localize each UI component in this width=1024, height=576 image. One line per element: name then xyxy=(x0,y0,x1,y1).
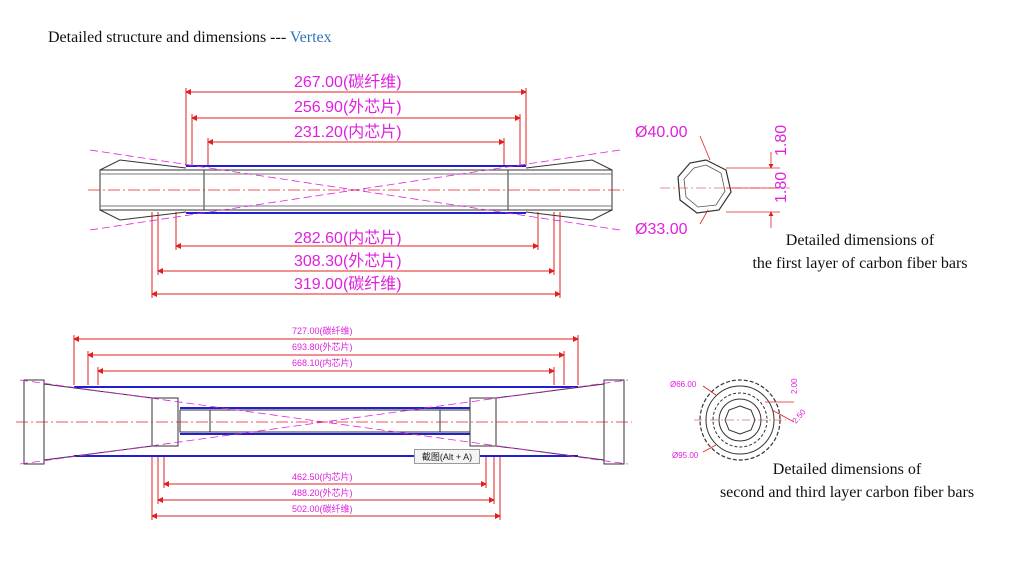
layer1-caption: Detailed dimensions of the first layer o… xyxy=(732,229,988,275)
l23-dim-outer-bottom: 488.20(外芯片) xyxy=(292,487,353,498)
layer1-cross-section xyxy=(660,135,790,228)
layer1-caption-line1: Detailed dimensions of xyxy=(785,232,935,249)
l1-outer-diameter: Ø40.00 xyxy=(635,124,688,141)
l1-dim-carbon-top: 267.00(碳纤维) xyxy=(294,73,402,91)
l23-dim-inner-bottom: 462.50(内芯片) xyxy=(292,471,353,482)
title-accent: Vertex xyxy=(289,29,332,46)
l23-thickness-b: 2.50 xyxy=(791,407,808,425)
l1-dim-outer-top: 256.90(外芯片) xyxy=(294,98,402,116)
screenshot-tooltip: 截图(Alt + A) xyxy=(414,449,480,464)
layer23-cross-section xyxy=(694,379,795,461)
layer23-caption-line2: second and third layer carbon fiber bars xyxy=(719,484,975,501)
l23-diameter-95: Ø95.00 xyxy=(672,451,699,460)
l1-inner-diameter: Ø33.00 xyxy=(635,221,688,238)
l1-dim-inner-bottom: 282.60(内芯片) xyxy=(294,229,402,247)
layer23-side-view xyxy=(16,335,632,520)
layer1-caption-line2: the first layer of carbon fiber bars xyxy=(752,255,968,272)
layer1-side-view xyxy=(88,88,624,298)
layer23-caption: Detailed dimensions of second and third … xyxy=(692,458,1002,504)
l1-dim-inner-top: 231.20(内芯片) xyxy=(294,123,402,141)
layer23-caption-line1: Detailed dimensions of xyxy=(772,461,922,478)
title-prefix: Detailed structure and dimensions --- xyxy=(48,29,290,46)
l23-dim-outer-top: 693.80(外芯片) xyxy=(292,341,353,352)
l23-dim-carbon-bottom: 502.00(碳纤维) xyxy=(292,503,353,514)
l1-dim-carbon-bottom: 319.00(碳纤维) xyxy=(294,275,402,293)
l23-thickness-a: 2.00 xyxy=(790,378,799,394)
slide-title: Detailed structure and dimensions --- Ve… xyxy=(48,29,332,47)
l1-thickness-top: 1.80 xyxy=(773,125,790,156)
l23-dim-carbon-top: 727.00(碳纤维) xyxy=(292,325,353,336)
l23-diameter-66: Ø66.00 xyxy=(670,380,697,389)
l23-dim-inner-top: 668.10(内芯片) xyxy=(292,357,353,368)
l1-dim-outer-bottom: 308.30(外芯片) xyxy=(294,252,402,270)
l1-thickness-bottom: 1.80 xyxy=(773,172,790,203)
